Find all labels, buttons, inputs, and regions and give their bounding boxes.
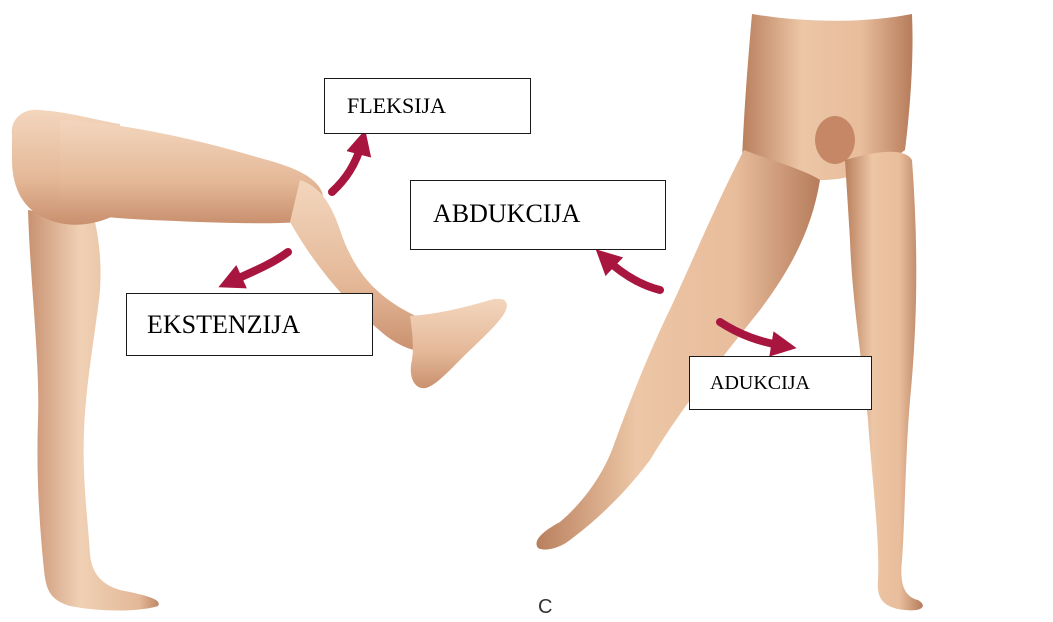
label-abduction: ABDUKCIJA: [410, 180, 666, 250]
label-flexion: FLEKSIJA: [324, 78, 531, 134]
label-abduction-text: ABDUKCIJA: [433, 199, 580, 229]
label-extension: EKSTENZIJA: [126, 293, 373, 356]
genital-region: [815, 116, 855, 164]
panel-letter: C: [538, 596, 552, 619]
extension-arrow: [230, 252, 288, 282]
label-adduction-text: ADUKCIJA: [710, 372, 810, 395]
flexion-arrow: [332, 142, 362, 192]
raised-thigh: [60, 120, 323, 223]
label-adduction: ADUKCIJA: [689, 356, 872, 410]
raised-foot: [410, 299, 507, 388]
label-flexion-text: FLEKSIJA: [347, 93, 446, 119]
standing-leg: [28, 210, 159, 611]
label-extension-text: EKSTENZIJA: [147, 310, 300, 340]
right-figure: [537, 14, 923, 610]
abduction-arrow: [605, 258, 660, 290]
